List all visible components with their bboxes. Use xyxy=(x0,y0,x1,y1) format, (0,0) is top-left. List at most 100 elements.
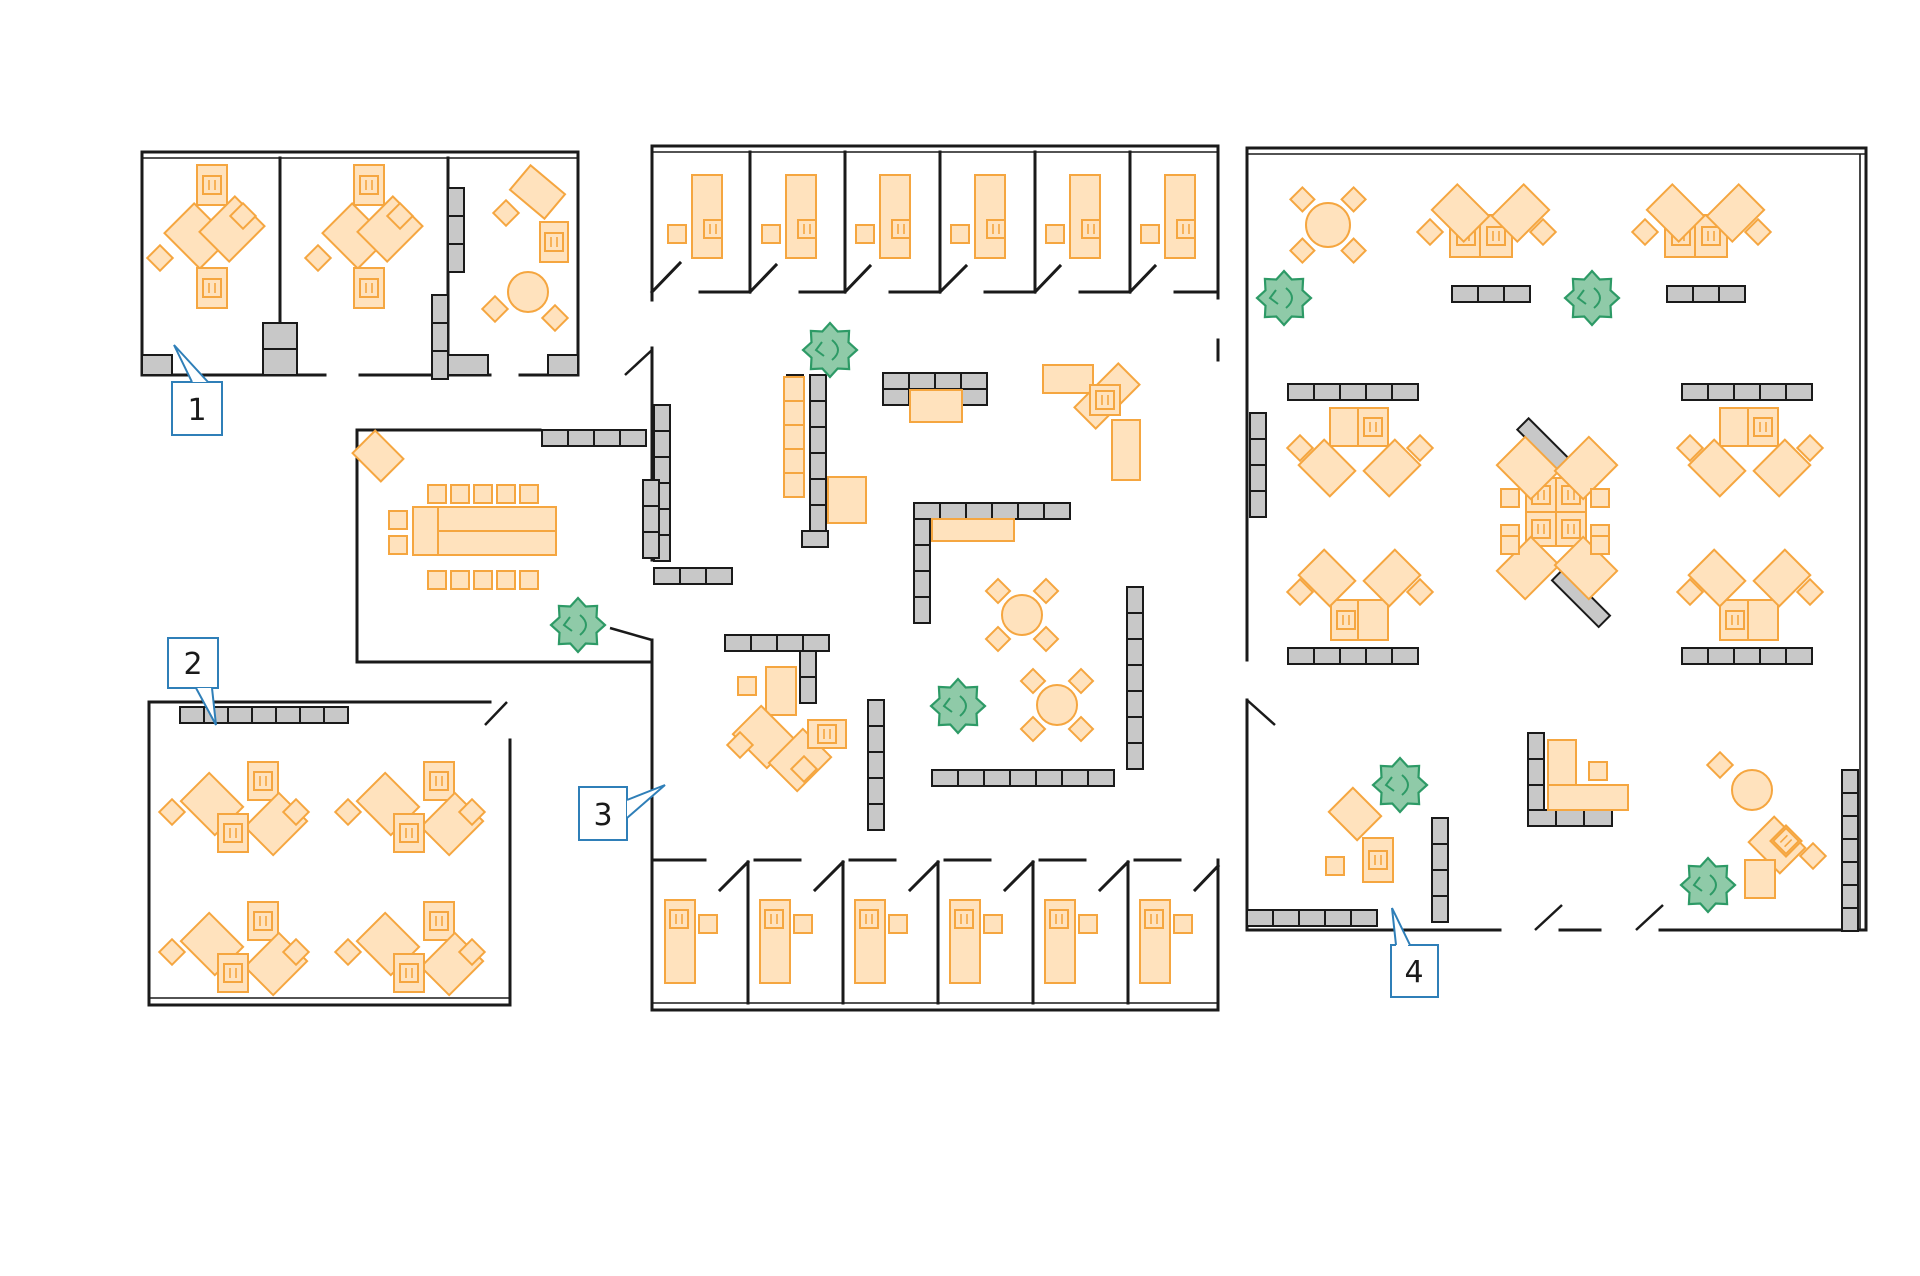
chair-icon xyxy=(1675,577,1705,607)
desk-icon xyxy=(974,174,1006,259)
desk-icon xyxy=(1357,407,1389,447)
desk-icon xyxy=(1747,599,1779,641)
storage-cabinet-icon xyxy=(1451,285,1531,303)
chair-icon xyxy=(1588,761,1608,781)
desk-icon xyxy=(196,267,228,309)
storage-cabinet-icon xyxy=(431,294,449,380)
desk-icon xyxy=(669,909,689,929)
chair-icon xyxy=(1795,433,1825,463)
desk-icon xyxy=(891,219,911,239)
chair-icon xyxy=(983,914,1003,934)
desk-icon xyxy=(217,953,249,993)
callout-label-1: 1 xyxy=(187,393,206,428)
chair-icon xyxy=(333,937,363,967)
desk-icon xyxy=(1111,419,1141,481)
chair-icon xyxy=(491,198,521,228)
desk-icon xyxy=(247,761,279,801)
chair-icon xyxy=(519,484,539,504)
chair-icon xyxy=(1500,488,1520,508)
chair-icon xyxy=(1032,577,1060,605)
chair-icon xyxy=(1067,667,1095,695)
desk-icon xyxy=(954,909,974,929)
desk-icon xyxy=(1144,909,1164,929)
callout-3: 3 xyxy=(578,784,666,841)
chair-icon xyxy=(1032,625,1060,653)
plant-icon xyxy=(1371,756,1429,814)
desk-icon xyxy=(1752,438,1812,498)
desk-icon xyxy=(412,506,439,556)
chair-icon xyxy=(385,201,415,231)
chair-icon xyxy=(450,570,470,590)
desk-icon xyxy=(1705,182,1766,244)
desk-icon xyxy=(1362,438,1422,498)
desk-icon xyxy=(1495,435,1561,501)
chair-icon xyxy=(667,224,687,244)
desk-icon xyxy=(1069,174,1101,259)
chair-icon xyxy=(281,937,311,967)
desk-icon xyxy=(765,666,797,716)
storage-cabinet-icon xyxy=(1246,909,1378,927)
chair-icon xyxy=(281,797,311,827)
desk-icon xyxy=(764,909,784,929)
desk-icon xyxy=(1297,548,1357,608)
storage-cabinet-icon xyxy=(1681,383,1813,401)
storage-cabinet-icon xyxy=(724,634,830,652)
storage-cabinet-icon xyxy=(913,502,1071,520)
desk-icon xyxy=(703,219,723,239)
plant-icon xyxy=(929,677,987,735)
desk-icon xyxy=(393,813,425,853)
chair-icon xyxy=(1340,185,1368,213)
chair-icon xyxy=(427,484,447,504)
storage-cabinet-icon xyxy=(1287,383,1419,401)
desk-icon xyxy=(783,472,805,498)
chair-icon xyxy=(984,625,1012,653)
desk-icon xyxy=(1752,548,1812,608)
desk-icon xyxy=(1490,182,1551,244)
desk-icon xyxy=(1744,859,1776,899)
plant-icon xyxy=(549,596,607,654)
desk-icon xyxy=(1362,837,1394,883)
chair-icon xyxy=(480,294,510,324)
chair-icon xyxy=(496,484,516,504)
desk-icon xyxy=(508,163,567,221)
desk-icon xyxy=(1555,511,1587,547)
chair-icon xyxy=(1630,217,1660,247)
chair-icon xyxy=(1285,433,1315,463)
chair-icon xyxy=(1590,488,1610,508)
desk-icon xyxy=(785,174,817,259)
chair-icon xyxy=(1405,433,1435,463)
desk-icon xyxy=(393,953,425,993)
furniture xyxy=(145,163,1828,997)
chair-icon xyxy=(157,797,187,827)
desk-icon xyxy=(1329,407,1361,447)
plant-icon xyxy=(1255,269,1313,327)
storage-cabinet-icon xyxy=(447,187,465,273)
desk-icon xyxy=(1330,599,1362,641)
desk-icon xyxy=(1089,384,1121,416)
round-table-icon xyxy=(1001,594,1043,636)
storage-cabinet-icon xyxy=(447,354,489,376)
storage-cabinet-icon xyxy=(547,354,579,376)
chair-icon xyxy=(519,570,539,590)
chair-icon xyxy=(1798,841,1828,871)
chair-icon xyxy=(1705,750,1735,780)
chair-icon xyxy=(1743,217,1773,247)
chair-icon xyxy=(473,570,493,590)
storage-cabinet-icon xyxy=(262,348,298,376)
desk-icon xyxy=(217,813,249,853)
chair-icon xyxy=(1340,237,1368,265)
desk-icon xyxy=(879,174,911,259)
storage-cabinet-icon xyxy=(179,706,349,724)
chair-icon xyxy=(1019,715,1047,743)
round-table-icon xyxy=(1731,769,1773,811)
desk-icon xyxy=(1645,182,1706,244)
chair-icon xyxy=(1405,577,1435,607)
storage-cabinet-icon xyxy=(882,372,988,390)
chair-icon xyxy=(496,570,516,590)
chair-icon xyxy=(737,676,757,696)
chair-icon xyxy=(1288,237,1316,265)
storage-cabinet-icon xyxy=(642,479,660,559)
storage-cabinet-icon xyxy=(1681,647,1813,665)
desk-icon xyxy=(1553,435,1619,501)
chair-icon xyxy=(457,797,487,827)
